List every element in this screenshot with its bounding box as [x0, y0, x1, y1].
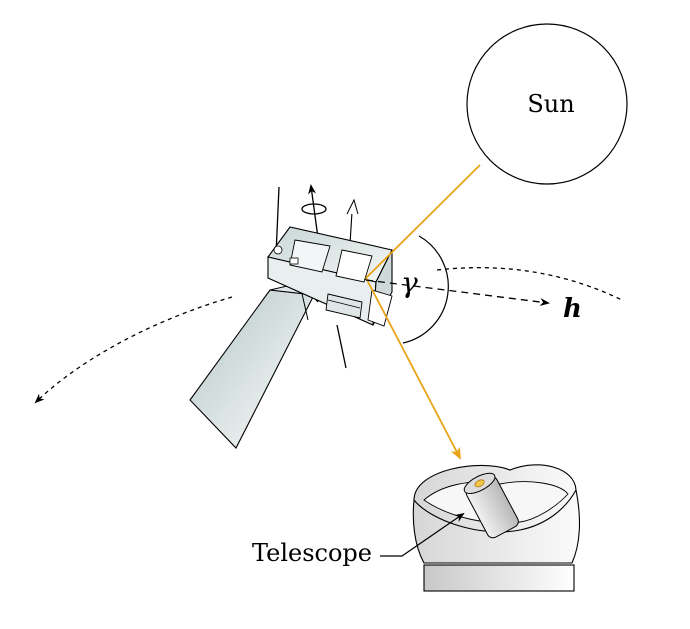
telescope-observatory: [412, 464, 580, 592]
orbit-arc-right: [436, 267, 623, 301]
reflected-ray: [365, 277, 461, 460]
rotation-axis-arrow: [308, 184, 319, 239]
satellite: [267, 184, 393, 369]
angle-label: γ: [401, 266, 418, 299]
sun: Sun: [466, 23, 628, 185]
antenna-right: [336, 324, 347, 369]
telescope-tube: [463, 472, 519, 539]
telescope-pointer: [380, 512, 465, 557]
direction-arrow: [365, 279, 550, 306]
rotation-icon: [301, 203, 327, 215]
orbit-arc-left: [34, 296, 233, 404]
sun-label: Sun: [527, 90, 574, 118]
angle-arc: [402, 235, 449, 344]
antenna-left: [275, 186, 280, 256]
direction-label: h: [563, 294, 582, 324]
observatory-base: [423, 564, 575, 592]
telescope-label: Telescope: [252, 539, 372, 567]
sun-ray: [365, 164, 481, 279]
solar-panel: [189, 282, 319, 449]
